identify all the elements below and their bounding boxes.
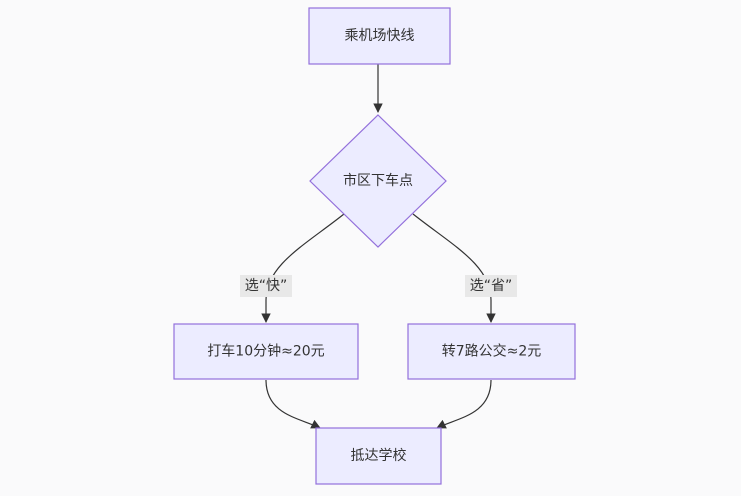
node-bus-label: 转7路公交≈2元 bbox=[442, 343, 542, 360]
node-bus: 转7路公交≈2元 bbox=[407, 323, 576, 380]
node-end-label: 抵达学校 bbox=[351, 447, 407, 464]
node-end: 抵达学校 bbox=[315, 427, 442, 485]
node-decision-label: 市区下车点 bbox=[343, 172, 413, 189]
node-start-label: 乘机场快线 bbox=[345, 28, 415, 44]
node-taxi: 打车10分钟≈20元 bbox=[173, 323, 359, 380]
edge-decision-to-taxi bbox=[261, 213, 345, 323]
node-start: 乘机场快线 bbox=[308, 7, 451, 65]
edge-label-cheap-text: 选“省” bbox=[470, 278, 513, 294]
edge-decision-to-bus bbox=[412, 213, 496, 323]
node-taxi-label: 打车10分钟≈20元 bbox=[207, 343, 324, 360]
edge-label-fast-text: 选“快” bbox=[245, 278, 288, 294]
edge-label-cheap: 选“省” bbox=[465, 275, 517, 297]
edge-taxi-to-end bbox=[265, 379, 321, 429]
edge-bus-to-end bbox=[436, 379, 492, 429]
edge-label-fast: 选“快” bbox=[240, 275, 292, 297]
node-decision: 市区下车点 bbox=[309, 114, 447, 248]
